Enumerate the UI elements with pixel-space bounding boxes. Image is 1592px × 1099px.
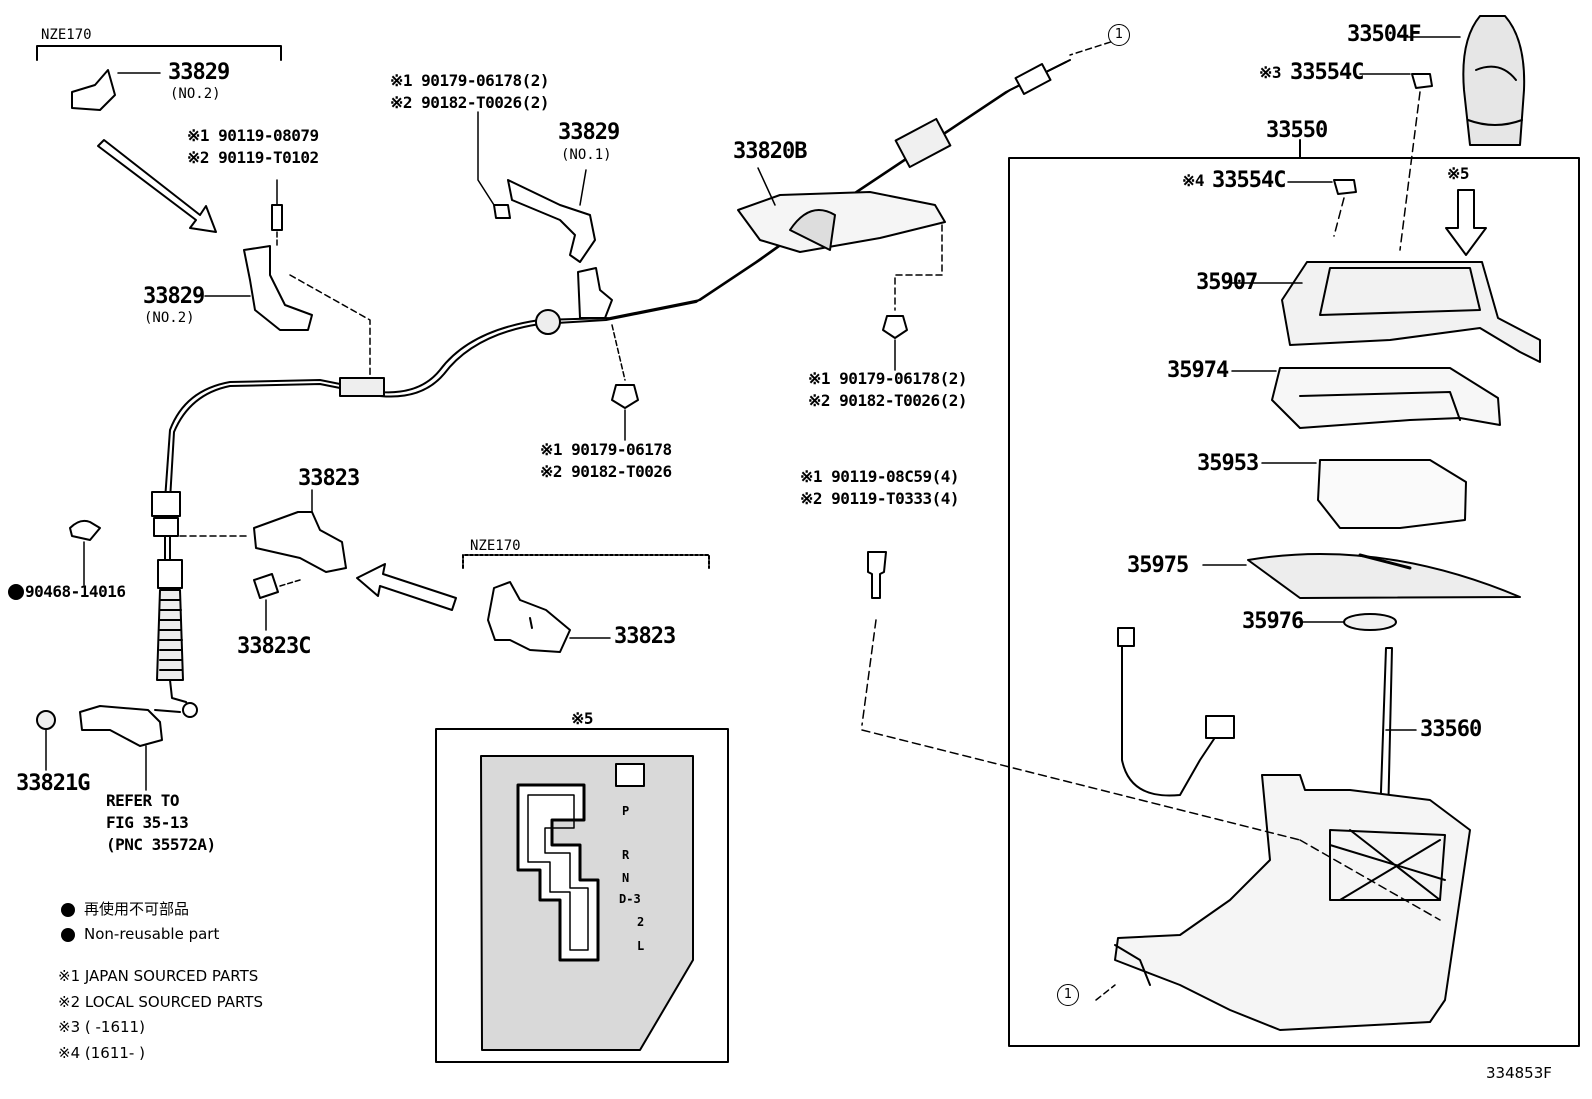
fastener-top-left-b: ※2 90119-T0102	[187, 148, 319, 167]
variant-bracket-middle	[462, 554, 710, 569]
shift-gate-inset-box	[435, 728, 729, 1063]
cable-boot-plate	[737, 191, 946, 253]
gate-pos-P: P	[622, 804, 630, 818]
part-33504F-label: 33504F	[1347, 22, 1421, 47]
part-33829-no2-left-sub: (NO.2)	[144, 310, 195, 326]
view-direction-arrow	[1445, 189, 1487, 256]
part-33820B-label: 33820B	[733, 139, 807, 164]
gate-pos-L: L	[637, 939, 645, 953]
fastener-bolt-a: ※1 90119-08C59(4)	[800, 467, 960, 486]
legend-note-2: ※2 LOCAL SOURCED PARTS	[58, 993, 263, 1011]
part-33829-no1-sub: (NO.1)	[561, 147, 612, 163]
refer-line-2: FIG 35-13	[106, 813, 189, 832]
shift-lever-base	[1114, 774, 1471, 1031]
gate-pos-D3: D-3	[619, 892, 641, 906]
part-33829-no1-label: 33829	[558, 120, 620, 145]
gate-pos-N: N	[622, 871, 630, 885]
cable-bracket	[253, 511, 347, 573]
part-35976-label: 35976	[1242, 609, 1304, 634]
gate-pos-R: R	[622, 848, 630, 862]
fastener-right-a: ※1 90179-06178(2)	[808, 369, 968, 388]
gate-pos-2: 2	[637, 915, 645, 929]
part-33829-no2-top-sub: (NO.2)	[170, 86, 221, 102]
legend-non-reusable-en: Non-reusable part	[84, 925, 220, 943]
refer-line-3: (PNC 35572A)	[106, 835, 216, 854]
diagram-id: 334853F	[1486, 1064, 1552, 1082]
variant-label-middle: NZE170	[470, 538, 521, 554]
legend-note-3: ※3 ( -1611)	[58, 1018, 145, 1036]
part-35975-label: 35975	[1127, 553, 1189, 578]
part-35953-label: 35953	[1197, 451, 1259, 476]
cable-bracket-no2-top	[71, 69, 116, 111]
inset-marker-label: ※5	[571, 709, 594, 728]
cable-clip	[69, 519, 101, 541]
indicator-housing	[1271, 367, 1501, 429]
fastener-bolt-b: ※2 90119-T0333(4)	[800, 489, 960, 508]
shift-knob	[1462, 15, 1526, 146]
part-33550-label: 33550	[1266, 118, 1328, 143]
part-33829-no2-left-label: 33829	[143, 284, 205, 309]
retainer-ring	[1343, 613, 1397, 631]
legend-note-4: ※4 (1611- )	[58, 1044, 145, 1062]
shift-lever-assembly-box	[1008, 157, 1580, 1047]
cable-bracket-no2-left	[243, 245, 313, 331]
part-33554C-3-label: 33554C	[1290, 60, 1364, 85]
part-33554C-4-label: 33554C	[1212, 168, 1286, 193]
marker-5-label: ※5	[1447, 164, 1470, 183]
part-35907-label: 35907	[1196, 270, 1258, 295]
slide-cover	[1247, 553, 1521, 599]
variant-bracket-top	[36, 45, 282, 61]
callout-1-top: 1	[1108, 24, 1130, 46]
fastener-mid-a: ※1 90179-06178	[540, 440, 672, 459]
variant-label-top: NZE170	[41, 27, 92, 43]
legend-note-1: ※1 JAPAN SOURCED PARTS	[58, 967, 259, 985]
fastener-mid-b: ※2 90182-T0026	[540, 462, 672, 481]
part-33821G-label: 33821G	[16, 771, 90, 796]
fastener-top-mid-a: ※1 90179-06178(2)	[390, 71, 550, 90]
fastener-top-left-a: ※1 90119-08079	[187, 126, 319, 145]
marker-4-label: ※4	[1182, 171, 1205, 190]
part-35974-label: 35974	[1167, 358, 1229, 383]
bushing	[36, 710, 56, 730]
marker-3-label: ※3	[1259, 63, 1282, 82]
part-33829-no2-top-label: 33829	[168, 60, 230, 85]
indicator-plate	[1317, 459, 1467, 529]
direction-arrow-middle	[356, 563, 457, 611]
fastener-right-b: ※2 90182-T0026(2)	[808, 391, 968, 410]
part-33560-label: 33560	[1420, 717, 1482, 742]
part-33823C-label: 33823C	[237, 634, 311, 659]
callout-1-bottom: 1	[1057, 984, 1079, 1006]
legend-non-reusable-jp: 再使用不可部品	[84, 900, 190, 918]
part-33823-variant-label: 33823	[614, 624, 676, 649]
cable-bracket-variant	[487, 581, 571, 653]
refer-line-1: REFER TO	[106, 791, 180, 810]
lower-bracket	[79, 705, 163, 747]
part-33823-label: 33823	[298, 466, 360, 491]
part-90468-label: 90468-14016	[25, 582, 126, 601]
cable-bracket-no1	[507, 179, 596, 263]
direction-arrow-top	[97, 139, 217, 233]
fastener-top-mid-b: ※2 90182-T0026(2)	[390, 93, 550, 112]
mounting-bolt	[867, 551, 887, 599]
wire-harness	[1121, 639, 1221, 797]
